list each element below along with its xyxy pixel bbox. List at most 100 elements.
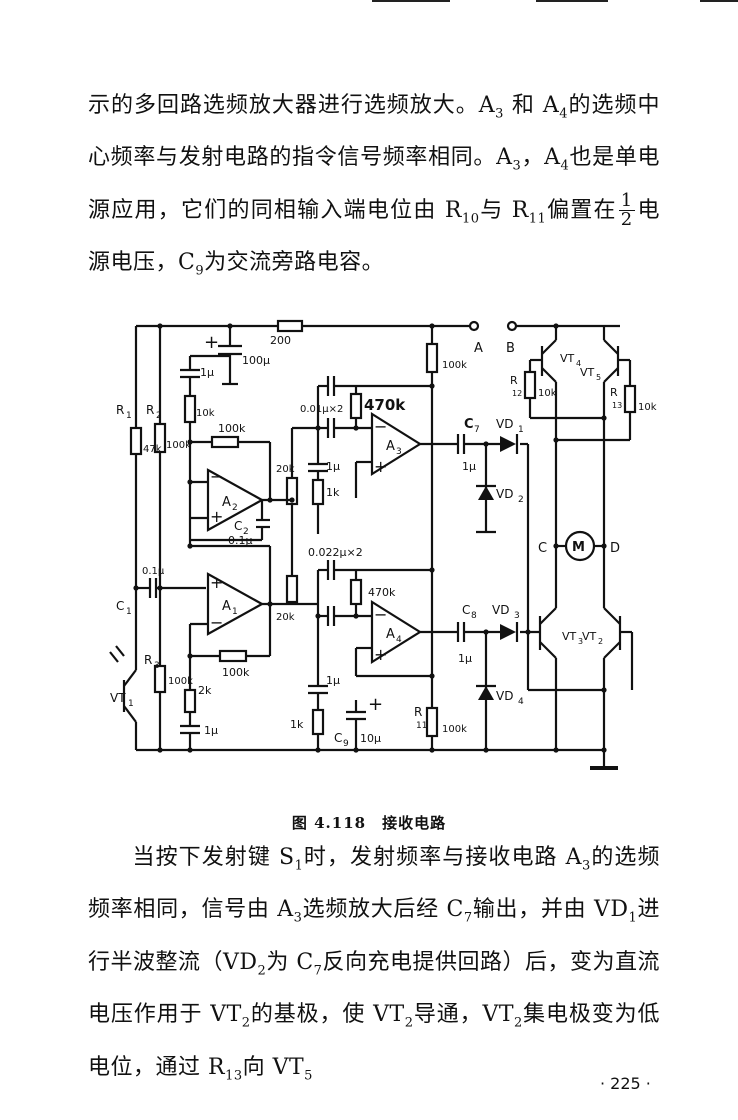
subscript: 3	[582, 858, 591, 874]
label-a4-sub: 4	[396, 635, 402, 645]
label-minus: −	[374, 605, 387, 624]
text-run: 向 VT	[242, 1054, 305, 1080]
subscript: 2	[404, 1015, 414, 1031]
label-c8-sub: 8	[471, 611, 477, 621]
label-vt3-sub: 3	[578, 637, 583, 646]
label-vt5: VT	[580, 366, 595, 379]
text-run: 选频放大后经 C	[302, 897, 464, 923]
label-100k: 100k	[218, 422, 246, 435]
label-1u: 1μ	[462, 460, 476, 473]
label-10k: 10k	[638, 402, 657, 413]
label-1u: 1μ	[458, 652, 472, 665]
subscript: 5	[304, 1067, 313, 1083]
text-run: 的选频中心频率与发射电路的指令信号频率相同。A	[88, 93, 660, 171]
label-a1: A	[222, 599, 231, 614]
label-001u: 0.01μ×2	[300, 404, 343, 415]
text-run: 导通，VT	[413, 1002, 515, 1028]
text-run: 为交流旁路电容。	[204, 250, 385, 276]
label-0022u: 0.022μ×2	[308, 546, 363, 559]
label-plus: +	[210, 507, 223, 526]
label-c2-sub: 2	[243, 527, 249, 537]
subscript: 3	[495, 106, 504, 122]
subscript: 2	[514, 1015, 523, 1031]
label-plus: +	[374, 457, 387, 476]
label-minus: −	[374, 417, 387, 436]
label-470k: 470k	[364, 396, 406, 414]
label-10k: 10k	[196, 408, 215, 419]
label-20k: 20k	[276, 464, 295, 475]
label-vt5-sub: 5	[596, 373, 601, 382]
label-r3: R	[144, 653, 152, 667]
terminal-b: B	[506, 341, 515, 356]
text-run: 与 R	[479, 197, 529, 223]
label-a1-sub: 1	[232, 607, 238, 617]
label-1k: 1k	[326, 486, 340, 499]
label-plus: +	[204, 332, 219, 353]
label-minus: −	[210, 613, 223, 632]
paragraph-1: 示的多回路选频放大器进行选频放大。A3 和 A4的选频中心频率与发射电路的指令信…	[88, 84, 660, 294]
label-c2: C	[234, 519, 242, 533]
label-vd1: VD	[496, 417, 513, 431]
label-200: 200	[270, 334, 291, 347]
label-r11: R	[414, 705, 422, 719]
label-c7-sub: 7	[474, 425, 480, 435]
label-470k: 470k	[368, 586, 396, 599]
subscript: 3	[293, 910, 303, 926]
label-a4: A	[386, 627, 395, 642]
label-vt1-sub: 1	[128, 699, 134, 709]
label-a3-sub: 3	[396, 447, 402, 457]
label-r1: R	[116, 403, 124, 417]
label-c7: C	[464, 417, 474, 432]
label-vd2-sub: 2	[518, 495, 524, 505]
label-vt1: VT	[110, 691, 126, 705]
label-vt3: VT	[562, 630, 577, 643]
text-run: 为 C	[266, 949, 314, 975]
label-r11-sub: 11	[416, 721, 427, 731]
subscript: 9	[195, 263, 205, 279]
label-100k: 100k	[166, 440, 191, 451]
text-run: 的基极，使 VT	[250, 1002, 405, 1028]
label-100k: 100k	[168, 676, 193, 687]
label-r12: R	[510, 374, 518, 387]
label-r2-sub: 2	[156, 411, 162, 421]
subscript: 13	[225, 1067, 243, 1083]
top-rule-2	[536, 0, 608, 2]
label-a3: A	[386, 439, 395, 454]
label-a2: A	[222, 495, 231, 510]
figure-caption: 图 4.118 接收电路	[291, 814, 447, 832]
label-100k: 100k	[442, 360, 467, 371]
subscript: 2	[241, 1015, 251, 1031]
label-1k: 1k	[290, 718, 304, 731]
label-plus: +	[368, 694, 383, 715]
text-run: 示的多回路选频放大器进行选频放大。A	[88, 93, 496, 118]
label-1u: 1μ	[200, 366, 214, 379]
label-100k: 100k	[222, 666, 250, 679]
text-run: 电源电压，C	[88, 197, 660, 276]
subscript: 7	[463, 910, 473, 926]
top-rule-1	[372, 0, 450, 2]
label-vd4-sub: 4	[518, 697, 524, 707]
label-plus: +	[210, 573, 223, 592]
label-c1: C	[116, 599, 124, 613]
terminal-a: A	[474, 341, 483, 356]
text-run: 集电极变为低电位，通过 R	[88, 1002, 661, 1080]
label-r2-value: 47k	[143, 444, 162, 455]
label-r12-sub: 12	[512, 389, 522, 398]
text-run: 偏置在	[546, 197, 617, 223]
label-c1-value: 0.1μ	[142, 566, 165, 577]
label-r13: R	[610, 386, 618, 399]
label-vt2-sub: 2	[598, 637, 603, 646]
text-run: 的选频频率相同，信号由 A	[88, 845, 660, 923]
label-plus: +	[374, 645, 387, 664]
label-2k: 2k	[198, 684, 212, 697]
paragraph-2: 当按下发射键 S1时，发射频率与接收电路 A3的选频频率相同，信号由 A3选频放…	[88, 836, 660, 1098]
label-c8: C	[462, 603, 470, 617]
subscript: 4	[559, 106, 569, 122]
subscript: 10	[461, 211, 480, 227]
label-100u: 100μ	[242, 354, 270, 367]
text-run: 当按下发射键 S	[132, 845, 295, 870]
top-rule-3	[700, 0, 738, 2]
label-c9-sub: 9	[343, 739, 349, 749]
text-run: 输出，并由 VD	[472, 897, 629, 923]
